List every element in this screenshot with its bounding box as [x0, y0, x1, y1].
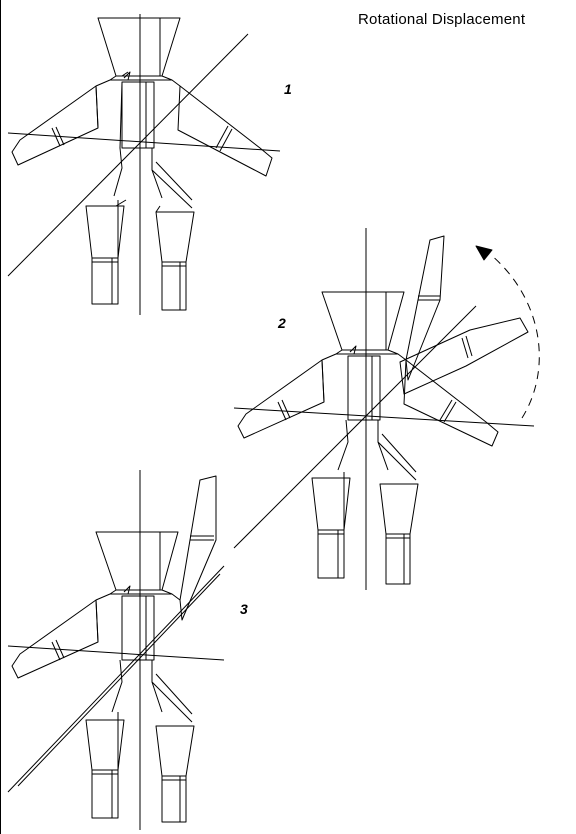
step-label-1: 1 — [284, 81, 292, 97]
figure-3 — [7, 470, 225, 830]
dashed-curved-arrow-icon — [489, 253, 540, 419]
step-label-2: 2 — [278, 315, 286, 331]
step-label-3: 3 — [240, 601, 248, 617]
figure-1 — [7, 14, 281, 315]
figure-2 — [233, 228, 540, 590]
diagram-title: Rotational Displacement — [358, 11, 526, 28]
